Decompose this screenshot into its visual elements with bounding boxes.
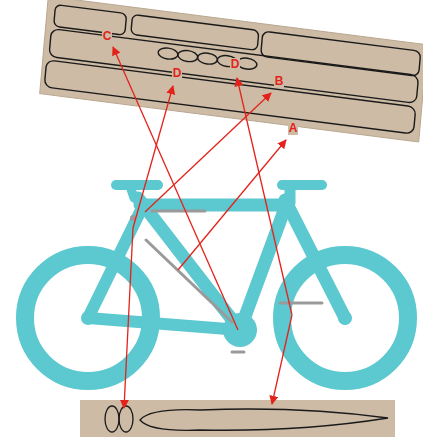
sticker-sheet bbox=[40, 0, 423, 142]
leader-arrows bbox=[113, 47, 292, 408]
part-letter: D bbox=[230, 58, 241, 71]
sticker-strip bbox=[80, 400, 395, 437]
bicycle bbox=[25, 185, 408, 381]
part-letter: A bbox=[288, 122, 299, 135]
part-letter: C bbox=[102, 30, 113, 43]
part-letter: B bbox=[274, 75, 285, 88]
sticker-marks bbox=[146, 211, 322, 352]
part-letter: D bbox=[172, 67, 183, 80]
